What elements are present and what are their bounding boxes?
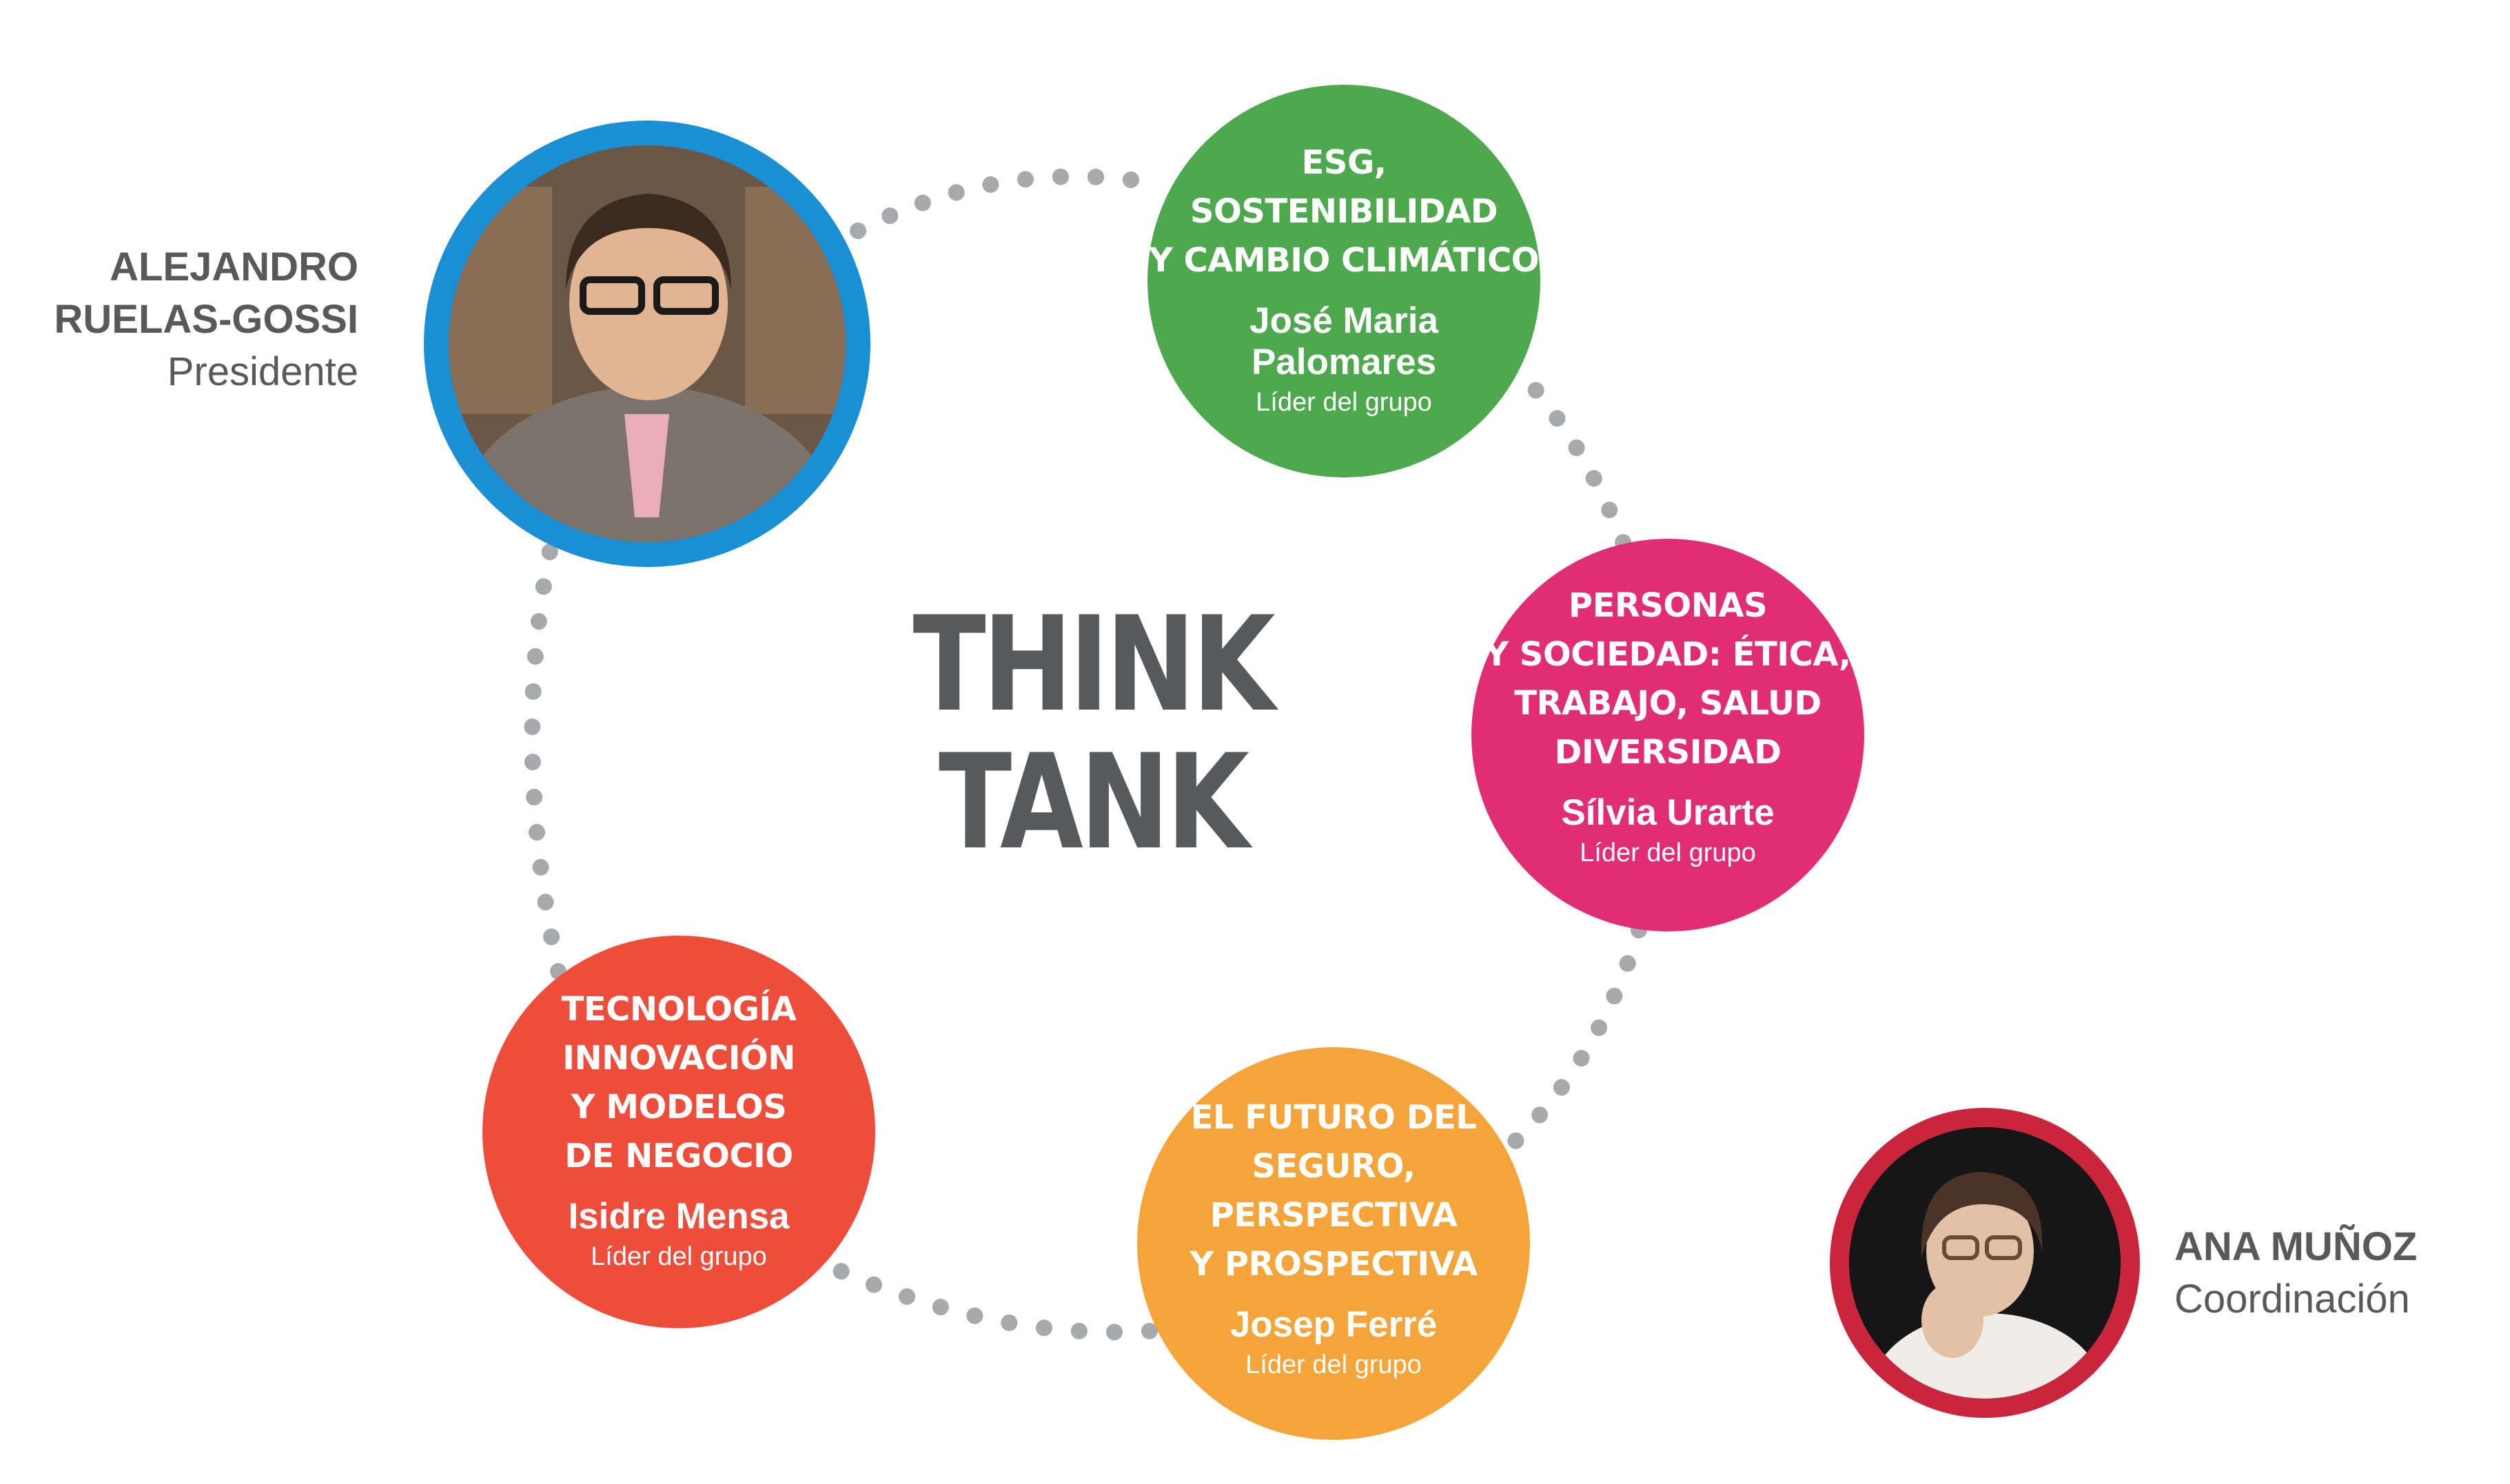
connector-president-to-esg	[850, 168, 1159, 239]
center-title-line1: THINK	[912, 588, 1275, 741]
center-title: THINK TANK	[895, 596, 1290, 872]
group-personas-leader: Sílvia Urarte	[1561, 792, 1775, 833]
connector-tecnologia-to-president	[524, 536, 567, 980]
group-esg-circle: ESG, SOSTENIBILIDAD Y CAMBIO CLIMÁTICO J…	[1147, 85, 1540, 477]
group-futuro-leader: Josep Ferré	[1230, 1304, 1438, 1345]
group-tecnologia-circle: TECNOLOGÍA INNOVACIÓN Y MODELOS DE NEGOC…	[482, 936, 875, 1328]
group-esg-leader-role: Líder del grupo	[1256, 387, 1432, 417]
group-futuro-topic: EL FUTURO DEL SEGURO, PERSPECTIVA Y PROS…	[1190, 1098, 1478, 1284]
group-tecnologia-leader: Isidre Mensa	[568, 1196, 790, 1237]
coordinator-label: ANA MUÑOZ Coordinación	[2174, 1221, 2464, 1326]
president-role: Presidente	[167, 349, 358, 394]
group-esg-topic: ESG, SOSTENIBILIDAD Y CAMBIO CLIMÁTICO	[1148, 143, 1540, 280]
group-futuro-leader-role: Líder del grupo	[1245, 1350, 1422, 1379]
group-personas-circle: PERSONAS Y SOCIEDAD: ÉTICA, TRABAJO, SAL…	[1471, 539, 1864, 931]
coordinator-photo	[1830, 1108, 2140, 1418]
group-tecnologia-topic: TECNOLOGÍA INNOVACIÓN Y MODELOS DE NEGOC…	[561, 990, 797, 1175]
president-name: ALEJANDRO RUELAS-GOSSI	[54, 245, 359, 342]
group-futuro-circle: EL FUTURO DEL SEGURO, PERSPECTIVA Y PROS…	[1137, 1047, 1530, 1440]
group-tecnologia-leader-role: Líder del grupo	[591, 1242, 767, 1271]
president-portrait-icon	[449, 145, 846, 542]
president-label: ALEJANDRO RUELAS-GOSSI Presidente	[28, 241, 359, 398]
president-photo	[424, 121, 870, 567]
connector-futuro-to-tecnologia	[833, 1263, 1158, 1341]
coordinator-name: ANA MUÑOZ	[2174, 1224, 2418, 1269]
coordinator-portrait-icon	[1849, 1127, 2121, 1399]
group-personas-topic: PERSONAS Y SOCIEDAD: ÉTICA, TRABAJO, SAL…	[1484, 586, 1851, 772]
center-title-line2: TANK	[938, 726, 1249, 878]
group-personas-leader-role: Líder del grupo	[1580, 838, 1756, 867]
connector-esg-to-personas	[1504, 355, 1635, 559]
coordinator-role: Coordinación	[2174, 1277, 2410, 1321]
connector-personas-to-futuro	[1501, 922, 1647, 1155]
group-esg-leader: José Maria Palomares	[1249, 300, 1438, 382]
